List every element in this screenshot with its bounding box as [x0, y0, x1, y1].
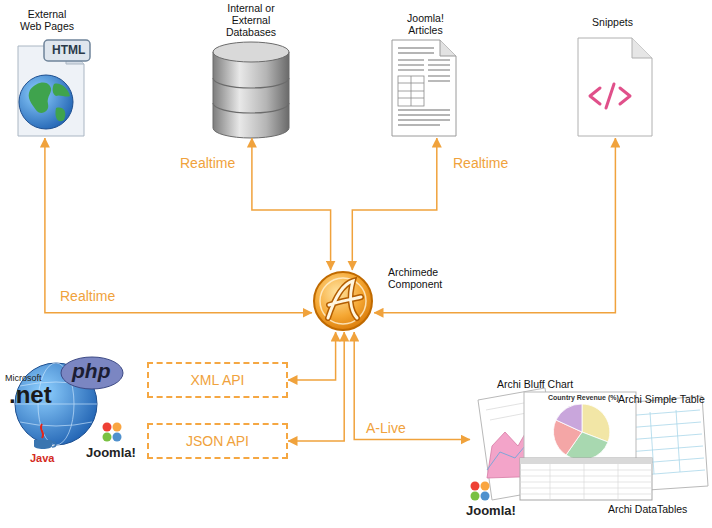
- node-text: JSON API: [149, 425, 286, 457]
- logo-text: Joomla!: [86, 446, 136, 460]
- node-text: Archi Bluff Chart: [497, 378, 573, 390]
- edge-label: Realtime: [180, 155, 235, 171]
- node-text: Internal or External Databases: [220, 2, 282, 38]
- source-icon: Joomla! Articles: [388, 10, 463, 138]
- database-icon: [213, 42, 289, 138]
- edge-label: Realtime: [60, 288, 115, 304]
- api-box: XML API: [147, 362, 288, 398]
- logo-text: Java: [30, 452, 54, 464]
- article-icon: [392, 40, 456, 136]
- node-text: Snippets: [565, 16, 660, 28]
- edge-label: Realtime: [453, 155, 508, 171]
- connector: [288, 332, 344, 441]
- node-text: Archi Simple Table: [618, 393, 705, 405]
- java-cup: [34, 424, 56, 449]
- connector: [252, 138, 331, 270]
- archimede-logo: [314, 272, 372, 330]
- joomla-logo: [471, 482, 490, 501]
- logo-text: php: [72, 359, 110, 382]
- edge-label: A-Live: [366, 420, 406, 436]
- connector: [288, 332, 336, 380]
- connector: [45, 138, 312, 313]
- source-icon: External Web Pages: [5, 8, 90, 138]
- connector: [352, 138, 437, 270]
- node-text: XML API: [149, 364, 286, 396]
- logo-text: Joomla!: [466, 504, 516, 518]
- snippet-icon: [578, 38, 652, 136]
- node-text: Archi DataTables: [608, 503, 687, 515]
- api-box: JSON API: [147, 423, 288, 459]
- source-icon: Internal or External Databases: [207, 2, 295, 138]
- web-page-icon: [18, 40, 90, 136]
- node-text: External Web Pages: [17, 8, 77, 32]
- component-logo: Archimede Component: [312, 270, 374, 332]
- chart-title: Country Revenue (%): [548, 394, 619, 402]
- joomla-logo: [103, 423, 122, 442]
- node-text: Archimede Component: [388, 266, 452, 290]
- connector: [374, 138, 615, 313]
- connector: [354, 332, 470, 440]
- node-text: Joomla! Articles: [403, 12, 448, 36]
- chart-thumbnails: [471, 388, 709, 501]
- source-icon: Snippets: [565, 14, 660, 138]
- pie-chart: [553, 404, 609, 460]
- icon-label: HTML: [52, 44, 85, 57]
- logo-text: .net: [9, 382, 52, 408]
